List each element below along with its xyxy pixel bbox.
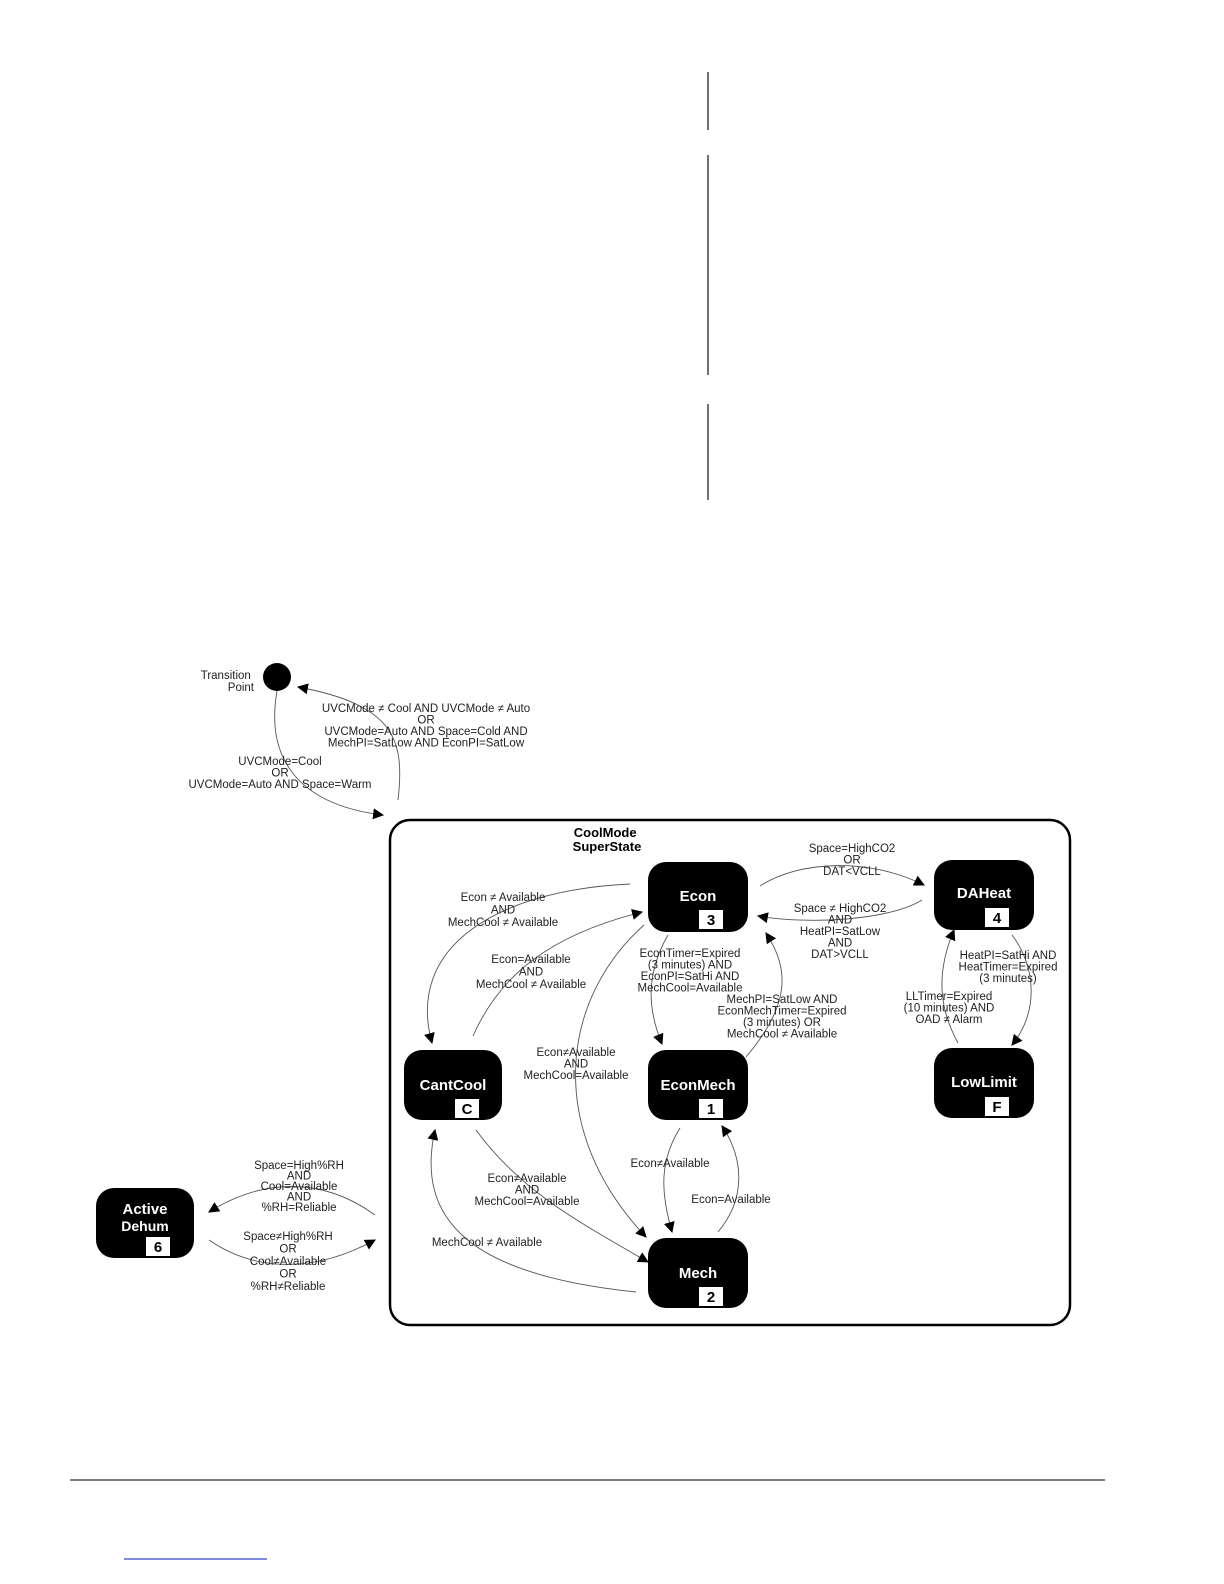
state-daheat-number: 4	[993, 910, 1002, 927]
arc-mech-to-econmech	[717, 1125, 740, 1233]
arc-econ-to-econmech	[650, 934, 669, 1046]
state-activedehum-name-1: Active	[122, 1201, 167, 1218]
state-econ-name: Econ	[680, 888, 717, 905]
state-econmech-number: 1	[707, 1101, 715, 1118]
arc-lowlimit-to-daheat	[941, 928, 959, 1044]
arc-to-dehum	[208, 1186, 376, 1216]
state-cantcool[interactable]: CantCool C	[404, 1050, 502, 1120]
state-lowlimit-name: LowLimit	[951, 1074, 1017, 1091]
state-econmech-name: EconMech	[660, 1077, 735, 1094]
state-econ[interactable]: Econ 3	[648, 862, 748, 932]
state-activedehum[interactable]: Active Dehum 6	[96, 1188, 194, 1258]
state-activedehum-name-2: Dehum	[121, 1218, 168, 1234]
state-lowlimit[interactable]: LowLimit F	[934, 1048, 1034, 1118]
state-daheat-name: DAHeat	[957, 885, 1011, 902]
label-mech-to-econmech: Econ=Available	[691, 1194, 770, 1206]
arc-daheat-to-lowlimit	[1011, 934, 1032, 1046]
state-daheat[interactable]: DAHeat 4	[934, 860, 1034, 930]
state-mech[interactable]: Mech 2	[648, 1238, 748, 1308]
arc-to-transition	[296, 683, 401, 801]
state-econmech[interactable]: EconMech 1	[648, 1050, 748, 1120]
arc-econ-to-daheat	[759, 865, 925, 887]
superstate-title: CoolMode SuperState	[573, 825, 642, 854]
state-activedehum-number: 6	[154, 1239, 162, 1256]
coolmode-superstate-box	[388, 818, 1072, 1327]
arc-mech-to-cantcool	[427, 1128, 637, 1293]
arc-econmech-to-econ	[745, 932, 783, 1058]
label-mech-to-cantcool: MechCool ≠ Available	[432, 1237, 542, 1249]
arc-daheat-to-econ	[756, 899, 923, 924]
arc-from-transition	[274, 690, 385, 820]
arc-econ-to-cantcool	[424, 883, 631, 1045]
state-econ-number: 3	[707, 912, 715, 929]
arc-econmech-to-mech	[663, 1127, 681, 1234]
arc-econ-to-mech	[575, 924, 647, 1238]
label-econmech-to-mech: Econ≠Available	[631, 1158, 710, 1170]
transition-point-node[interactable]	[263, 663, 291, 691]
arc-cantcool-to-mech	[475, 1129, 649, 1263]
state-cantcool-number: C	[462, 1101, 473, 1118]
state-mech-number: 2	[707, 1289, 715, 1306]
state-cantcool-name: CantCool	[420, 1077, 487, 1094]
transition-point-label: Transition Point	[201, 670, 255, 694]
state-lowlimit-number: F	[992, 1099, 1001, 1116]
arc-from-dehum	[208, 1239, 376, 1265]
state-mech-name: Mech	[679, 1265, 717, 1282]
arc-cantcool-to-econ	[472, 909, 644, 1037]
